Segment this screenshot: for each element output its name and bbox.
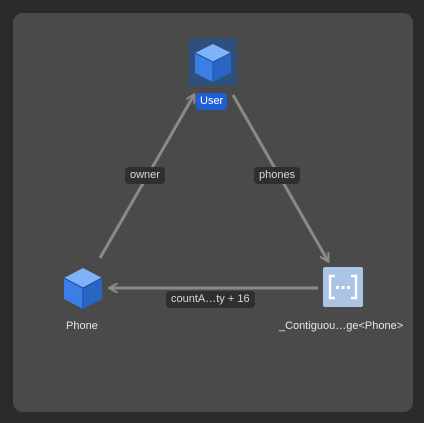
cube-icon <box>63 268 103 309</box>
edge-owner-label: owner <box>125 167 165 184</box>
cube-icon <box>194 44 232 82</box>
node-contiguous-array[interactable] <box>323 267 363 307</box>
edge-phones-label: phones <box>254 167 301 184</box>
node-phone[interactable] <box>59 264 107 312</box>
edge-count-label: countA…ty + 16 <box>166 291 255 308</box>
node-user[interactable] <box>189 38 237 86</box>
array-brackets-icon <box>328 274 358 300</box>
node-user-label[interactable]: User <box>196 93 228 110</box>
node-contiguous-array-label[interactable]: _Contiguou…ge<Phone> <box>279 320 404 332</box>
node-phone-label[interactable]: Phone <box>66 320 98 332</box>
